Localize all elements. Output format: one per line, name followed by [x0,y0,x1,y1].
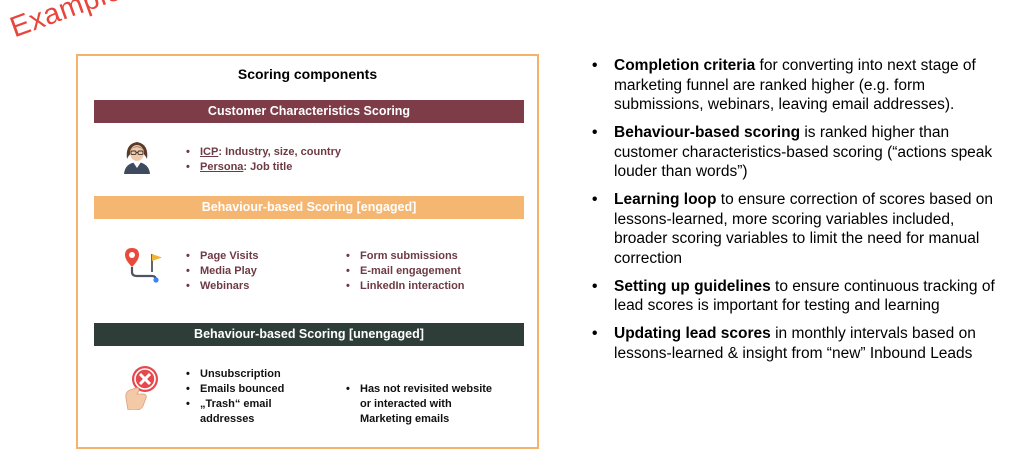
example-stamp: Example [6,0,127,45]
list-item: „Trash“ email addresses [186,397,311,427]
key-point: Behaviour-based scoring is ranked higher… [592,123,1012,182]
hand-cancel-icon [125,366,158,410]
panel-title: Scoring components [237,66,378,82]
list-item: Persona: Job title [186,160,341,175]
unengaged-scoring-header: Behaviour-based Scoring [unengaged] [94,323,524,346]
list-item: Emails bounced [186,382,311,397]
route-pin-flag-icon [125,248,162,283]
list-item: Form submissions [346,249,465,264]
key-point: Learning loop to ensure correction of sc… [592,190,1012,268]
unengaged-list-right: Has not revisited website or interacted … [346,382,506,427]
list-item: Unsubscription [186,367,311,382]
customer-characteristics-header: Customer Characteristics Scoring [94,100,524,123]
list-item: ICP: Industry, size, country [186,145,341,160]
key-points-list: Completion criteria for converting into … [592,56,1012,372]
scoring-components-panel: Scoring components Customer Characterist… [76,54,539,449]
list-item: LinkedIn interaction [346,279,465,294]
list-item: Media Play [186,264,259,279]
engaged-list-right: Form submissions E-mail engagement Linke… [346,249,465,294]
key-point: Setting up guidelines to ensure continuo… [592,277,1012,316]
list-item: Webinars [186,279,259,294]
engaged-scoring-header: Behaviour-based Scoring [engaged] [94,196,524,219]
engaged-list-left: Page Visits Media Play Webinars [186,249,259,294]
key-point: Updating lead scores in monthly interval… [592,324,1012,363]
list-item: E-mail engagement [346,264,465,279]
list-item: Has not revisited website or interacted … [346,382,506,427]
customer-characteristics-list: ICP: Industry, size, country Persona: Jo… [186,145,341,175]
businesswoman-icon [124,142,150,174]
list-item: Page Visits [186,249,259,264]
unengaged-list-left: Unsubscription Emails bounced „Trash“ em… [186,367,311,427]
key-point: Completion criteria for converting into … [592,56,1012,115]
